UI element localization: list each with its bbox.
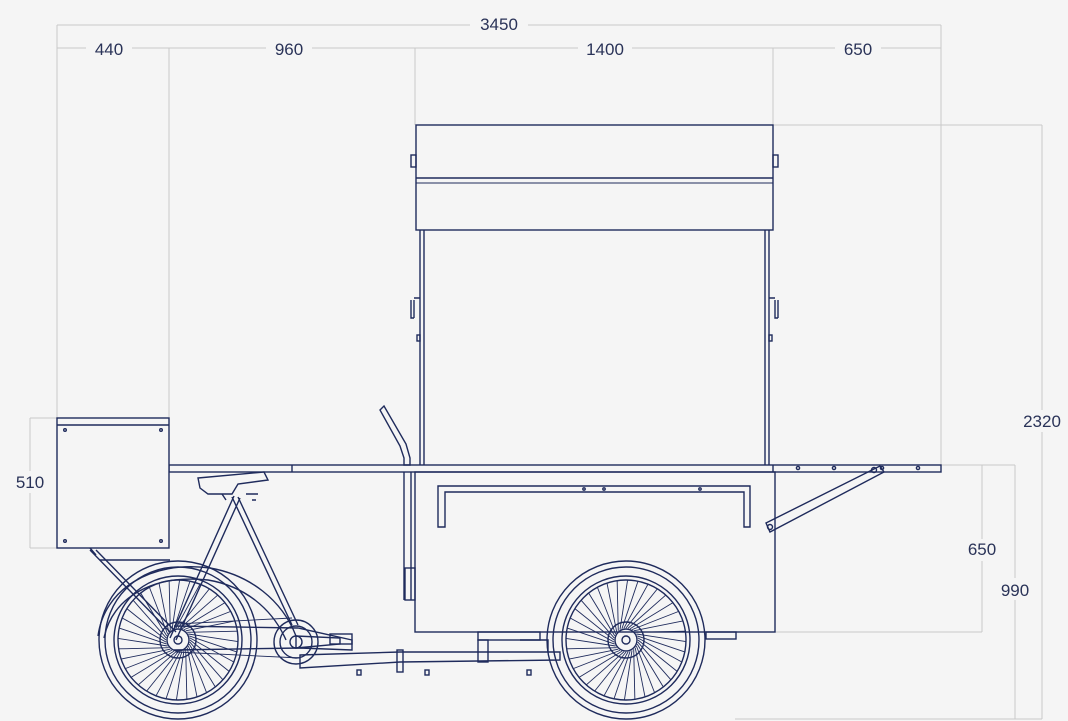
wheel-spoke	[635, 645, 656, 693]
wheel-spoke	[566, 647, 617, 650]
wheel-spoke	[637, 635, 685, 653]
wheel-spoke	[146, 651, 179, 692]
wheel-spoke	[621, 581, 639, 629]
wheel-spoke	[177, 588, 210, 629]
canopy	[410, 124, 779, 231]
wheel-spoke	[179, 594, 219, 629]
wheel-spoke	[148, 587, 169, 635]
wheel-spoke	[186, 647, 198, 697]
wheel-spoke	[189, 639, 230, 672]
wheel-spoke	[588, 592, 616, 637]
wheel-spoke	[165, 651, 183, 699]
counter-height-label: 990	[1001, 581, 1029, 600]
wheel-spoke	[619, 579, 629, 630]
wheel-spoke	[596, 587, 617, 635]
wheel-spoke	[636, 633, 687, 643]
cabinet-height-label: 650	[968, 540, 996, 559]
wheel-spoke	[637, 637, 683, 663]
canopy-posts	[410, 230, 779, 465]
wheel-spoke	[173, 581, 191, 629]
wheel-spoke	[117, 637, 168, 647]
wheel-spoke	[569, 648, 619, 660]
wheel-spoke	[155, 651, 181, 697]
wheel-spoke	[130, 650, 175, 678]
wheel-spoke	[629, 602, 674, 630]
wheel-spoke	[188, 633, 239, 643]
wheel-spoke	[573, 649, 621, 670]
wheel-spoke	[171, 579, 181, 630]
wheel-spoke	[634, 647, 646, 697]
counter-top	[168, 464, 942, 473]
handlebar	[379, 404, 412, 600]
cabinet	[404, 471, 776, 641]
wheel-spoke	[585, 651, 625, 686]
wheel-spoke	[121, 617, 167, 643]
wheel-spoke	[616, 580, 619, 631]
wheel-spoke	[189, 641, 224, 681]
bike-seat	[197, 471, 270, 501]
rider-section-length-label: 960	[275, 40, 303, 59]
wheel-spoke	[119, 627, 167, 645]
wheel-spoke	[627, 594, 667, 629]
wheel-spoke	[637, 641, 672, 681]
wheel-spoke	[613, 651, 631, 699]
wheel-spoke	[623, 650, 633, 701]
wheel-spoke	[175, 583, 201, 629]
wheel-spoke	[187, 645, 208, 693]
wheel-spoke	[633, 620, 683, 632]
wheel-spoke	[132, 599, 167, 639]
wheel-spoke	[175, 650, 185, 701]
wheel-spoke	[118, 647, 169, 650]
wheel-spoke	[565, 637, 616, 647]
shelf-support	[765, 465, 886, 533]
rear-box-height-label: 510	[16, 473, 44, 492]
wheel-spoke	[188, 643, 216, 688]
rear-box	[56, 417, 170, 556]
wheel-spoke	[185, 620, 235, 632]
wheel-spoke	[635, 630, 686, 633]
wheel-spoke	[185, 649, 188, 700]
wheel-spoke	[189, 635, 237, 653]
cabinet-length-label: 1400	[586, 40, 624, 59]
dimension-labels: 3450 440 960 1400 650 2320 510 990 650	[12, 14, 1068, 600]
wheel-spoke	[574, 608, 615, 641]
wheel-spoke	[567, 627, 615, 645]
wheel-spoke	[126, 608, 167, 641]
wheel-spoke	[606, 583, 618, 633]
wheel-spoke	[580, 599, 615, 639]
wheel-spoke	[569, 617, 615, 643]
wheel-spoke	[125, 649, 173, 670]
wheel-spoke	[168, 580, 171, 631]
wheel-spoke	[181, 602, 226, 630]
wheel-spoke	[636, 643, 664, 688]
wheel-spoke	[623, 583, 649, 629]
wheel-spoke	[578, 650, 623, 678]
overall-length-label: 3450	[480, 15, 518, 34]
wheel-spoke	[594, 651, 627, 692]
front-wheel	[546, 560, 706, 720]
wheel-spoke	[633, 649, 636, 700]
wheel-spoke	[631, 610, 679, 631]
overall-height-label: 2320	[1023, 412, 1061, 431]
rear-box-length-label: 440	[95, 40, 123, 59]
wheel-spoke	[625, 588, 658, 629]
front-overhang-length-label: 650	[844, 40, 872, 59]
wheel-spoke	[140, 592, 168, 637]
rear-wheel	[98, 560, 258, 720]
wheel-spoke	[158, 583, 170, 633]
wheel-spoke	[187, 630, 238, 633]
wheel-spoke	[121, 648, 171, 660]
wheel-spoke	[137, 651, 177, 686]
wheel-spoke	[183, 610, 231, 631]
wheel-spoke	[603, 651, 629, 697]
wheel-spoke	[637, 639, 678, 672]
wheel-spoke	[189, 637, 235, 663]
